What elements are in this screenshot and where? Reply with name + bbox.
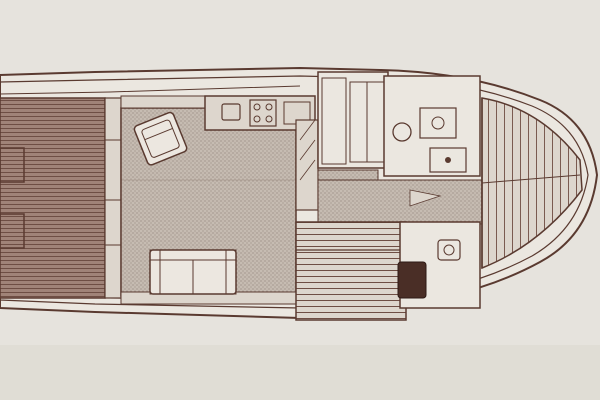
stove-burners	[249, 99, 277, 127]
vanity	[419, 107, 457, 139]
v-berth-centerline	[481, 174, 581, 184]
helm-console	[295, 119, 319, 211]
paper-shadow	[0, 345, 600, 400]
armchair	[133, 111, 188, 166]
forward-bulkhead	[317, 71, 389, 169]
vanity-basin	[431, 116, 445, 130]
deck-hatch-upper	[0, 147, 25, 183]
companionway-floor	[317, 179, 484, 225]
deck-hatch-lower	[0, 213, 25, 249]
transom-bulkhead	[104, 97, 122, 299]
aft-cockpit-teak-deck	[0, 97, 106, 299]
shower-tray	[429, 147, 467, 173]
shower-drain	[445, 157, 451, 163]
cabin-sink	[437, 239, 461, 261]
galley-sink	[221, 103, 241, 121]
head-compartment	[383, 75, 481, 177]
plan-detail-marks	[121, 119, 442, 207]
companion-stairs	[295, 221, 407, 321]
v-berth	[481, 97, 583, 270]
hanging-locker	[321, 77, 347, 165]
saloon-sofa	[149, 249, 237, 295]
cabin-seat	[397, 261, 427, 299]
toilet	[392, 122, 412, 142]
